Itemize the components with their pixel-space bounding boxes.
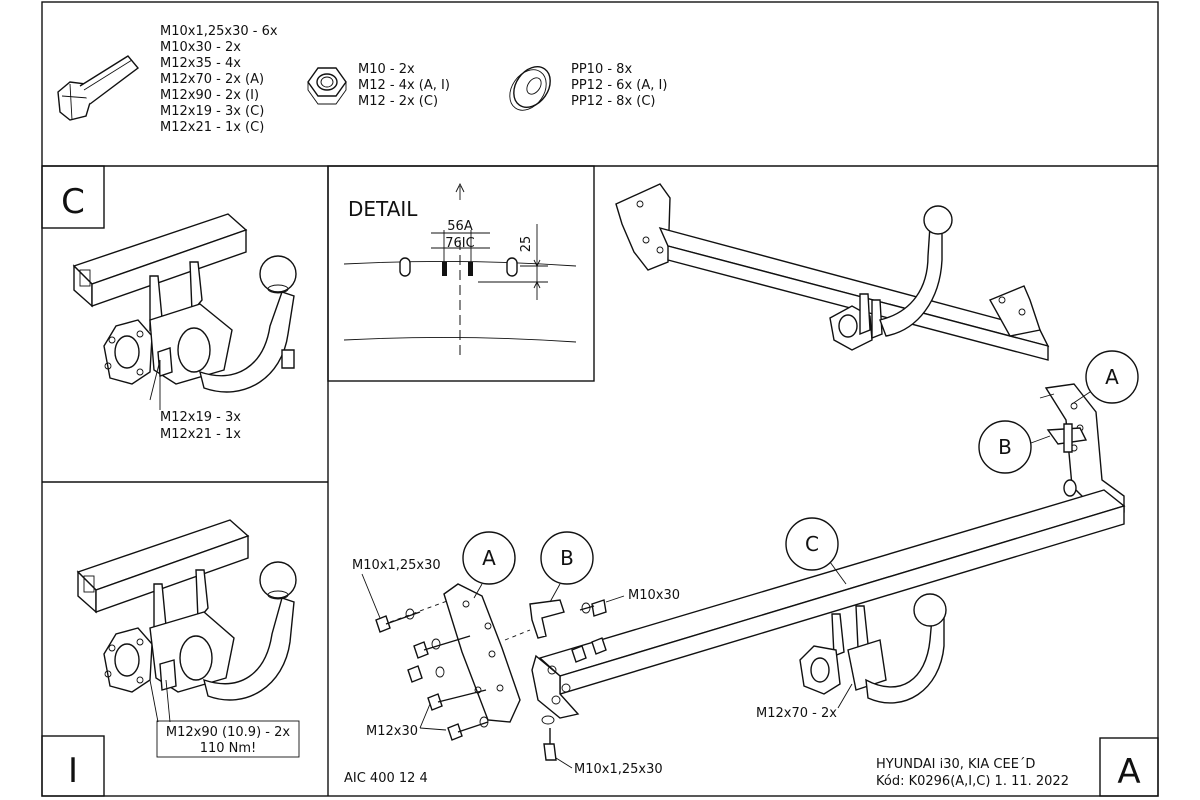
tow-hitch-i [76,519,297,701]
dimension-76ic: 76IC [445,236,474,251]
bolt-item: M12x70 - 2x (A) [160,72,264,87]
panel-c-label: M12x21 - 1x [160,427,241,442]
bolt-icon [57,55,140,121]
bolt-item: M10x30 - 2x [160,40,241,55]
callout-a-left: A [462,531,516,599]
bolt-item: M12x35 - 4x [160,56,241,71]
mounted-assembly [615,183,1050,361]
panel-i-label: 110 Nm! [200,741,257,756]
title-block: AIC 400 12 4 HYUNDAI i30, KIA CEE´D Kód:… [344,737,1159,797]
drawing-frame [41,1,1159,797]
svg-text:B: B [560,546,574,570]
product-code: Kód: K0296(A,I,C) 1. 11. 2022 [876,774,1069,789]
svg-text:C: C [805,532,819,556]
panel-c: C [41,165,297,442]
nut-icon [307,67,347,105]
washer-list: PP10 - 8x PP12 - 6x (A, I) PP12 - 8x (C) [571,62,667,109]
callout-b-top: B [978,420,1051,474]
washer-item: PP10 - 8x [571,62,632,77]
slot-hole [399,257,411,277]
panel-c-label: M12x19 - 3x [160,410,241,425]
panel-c-letter: C [61,182,85,222]
label-m12x30: M12x30 [366,724,418,739]
bolt-list: M10x1,25x30 - 6x M10x30 - 2x M12x35 - 4x… [160,24,278,135]
tow-hitch-c [72,213,297,393]
nut-item: M10 - 2x [358,62,415,77]
callout-b-left: B [540,531,594,603]
svg-text:A: A [1105,365,1119,389]
panel-i-letter: I [68,751,78,791]
hardware-list: M10x1,25x30 - 6x M10x30 - 2x M12x35 - 4x… [57,24,667,135]
label-m10x30: M10x30 [628,588,680,603]
detail-panel: DETAIL 56A 76IC 25 [343,182,577,360]
bolt-item: M12x90 - 2x (I) [160,88,259,103]
washer-item: PP12 - 6x (A, I) [571,78,667,93]
part-labels: M10x1,25x30 M10x30 M12x30 M10x1,25x30 M1… [352,558,853,777]
exploded-assembly [375,383,1126,761]
hole-mark [468,262,473,276]
nut-item: M12 - 4x (A, I) [358,78,450,93]
slot-hole [506,257,518,277]
svg-text:B: B [998,435,1012,459]
bolt-item: M12x21 - 1x (C) [160,120,264,135]
drawing-number: AIC 400 12 4 [344,771,428,786]
bolt-set-left [375,608,489,741]
dimension-25: 25 [519,236,534,253]
corner-letter: A [1117,752,1140,792]
bolt-item: M10x1,25x30 - 6x [160,24,278,39]
washer-item: PP12 - 8x (C) [571,94,656,109]
callout-a-top: A [1071,350,1139,405]
dimension-56a: 56A [447,219,473,234]
svg-text:A: A [482,546,496,570]
panel-i: I M12x90 (10.9) - 2x 110 Nm! [41,519,300,797]
washer-icon [509,66,551,111]
bolt-set-right [541,599,607,761]
vehicle-model: HYUNDAI i30, KIA CEE´D [876,757,1035,772]
panel-i-label: M12x90 (10.9) - 2x [166,725,290,740]
nut-list: M10 - 2x M12 - 4x (A, I) M12 - 2x (C) [358,62,450,109]
callout-c-bar: C [785,517,847,585]
label-m10x125x30-bottom: M10x1,25x30 [574,762,663,777]
label-m12x70: M12x70 - 2x [756,706,837,721]
label-m10x125x30-top: M10x1,25x30 [352,558,441,573]
detail-title: DETAIL [348,197,418,221]
bolt-item: M12x19 - 3x (C) [160,104,264,119]
nut-item: M12 - 2x (C) [358,94,438,109]
hole-mark [442,262,447,276]
